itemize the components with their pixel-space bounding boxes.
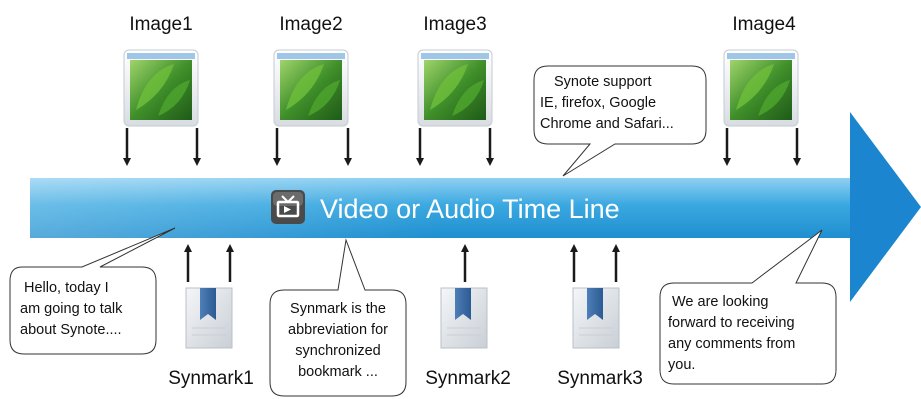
image-label-4: Image4 (732, 14, 796, 35)
callout-feedback-line: you. (668, 357, 695, 373)
svg-text:We are looking: We are looking (672, 294, 768, 310)
image-down-arrows (123, 128, 801, 166)
callout-support-line: Chrome and Safari... (540, 116, 674, 132)
timeline-arrow (30, 112, 921, 302)
callout-support: Synote support IE, firefox, Google Chrom… (533, 65, 707, 177)
synmark-label-2: Synmark2 (425, 368, 511, 389)
svg-text:IE, firefox, Google: IE, firefox, Google (540, 95, 656, 111)
callout-abbreviation-line: Synmark is the (290, 301, 386, 317)
svg-text:Chrome and Safari...: Chrome and Safari... (540, 116, 674, 132)
image-card-1 (123, 49, 199, 127)
svg-text:bookmark ...: bookmark ... (298, 364, 378, 380)
callout-hello-line: about Synote.... (20, 322, 122, 338)
svg-text:abbreviation for: abbreviation for (288, 322, 388, 338)
callout-feedback-line: any comments from (668, 336, 795, 352)
synmark-label-3: Synmark3 (557, 368, 643, 389)
tv-icon (271, 190, 305, 224)
callout-feedback-line: forward to receiving (668, 315, 795, 331)
image-label-3: Image3 (423, 14, 486, 35)
svg-text:am going to talk: am going to talk (20, 301, 123, 317)
callout-support-line: IE, firefox, Google (540, 95, 656, 111)
image-card-4 (723, 49, 799, 127)
timeline-arrow-head (850, 112, 921, 302)
callout-abbreviation-line: bookmark ... (298, 364, 378, 380)
timeline-label: Video or Audio Time Line (320, 194, 620, 224)
svg-text:Synote support: Synote support (554, 74, 652, 90)
callout-abbreviation-line: abbreviation for (288, 322, 388, 338)
image-card-3 (417, 49, 493, 127)
svg-text:synchronized: synchronized (295, 343, 380, 359)
image-card-2 (273, 49, 349, 127)
callout-abbreviation-line: synchronized (295, 343, 380, 359)
svg-text:Synmark is the: Synmark is the (290, 301, 386, 317)
svg-text:forward to receiving: forward to receiving (668, 315, 795, 331)
bookmark-icon (572, 287, 620, 349)
callout-hello-line: Hello, today I (24, 280, 109, 296)
callout-hello-line: am going to talk (20, 301, 123, 317)
callout-feedback-line: We are looking (672, 294, 768, 310)
synmark-label-1: Synmark1 (168, 368, 254, 389)
image-label-2: Image2 (279, 14, 342, 35)
svg-text:any comments from: any comments from (668, 336, 795, 352)
svg-text:Hello, today I: Hello, today I (24, 280, 109, 296)
synmark-up-arrows (184, 244, 620, 282)
svg-text:about Synote....: about Synote.... (20, 322, 122, 338)
callout-abbreviation: Synmark is the abbreviation for synchron… (269, 238, 407, 397)
callout-feedback: We are looking forward to receiving any … (659, 229, 837, 385)
callout-support-line: Synote support (554, 74, 652, 90)
image-label-1: Image1 (129, 14, 192, 35)
svg-text:you.: you. (668, 357, 695, 373)
bookmark-icon (440, 287, 488, 349)
bookmark-icon (185, 287, 233, 349)
callout-hello: Hello, today I am going to talk about Sy… (9, 227, 176, 355)
